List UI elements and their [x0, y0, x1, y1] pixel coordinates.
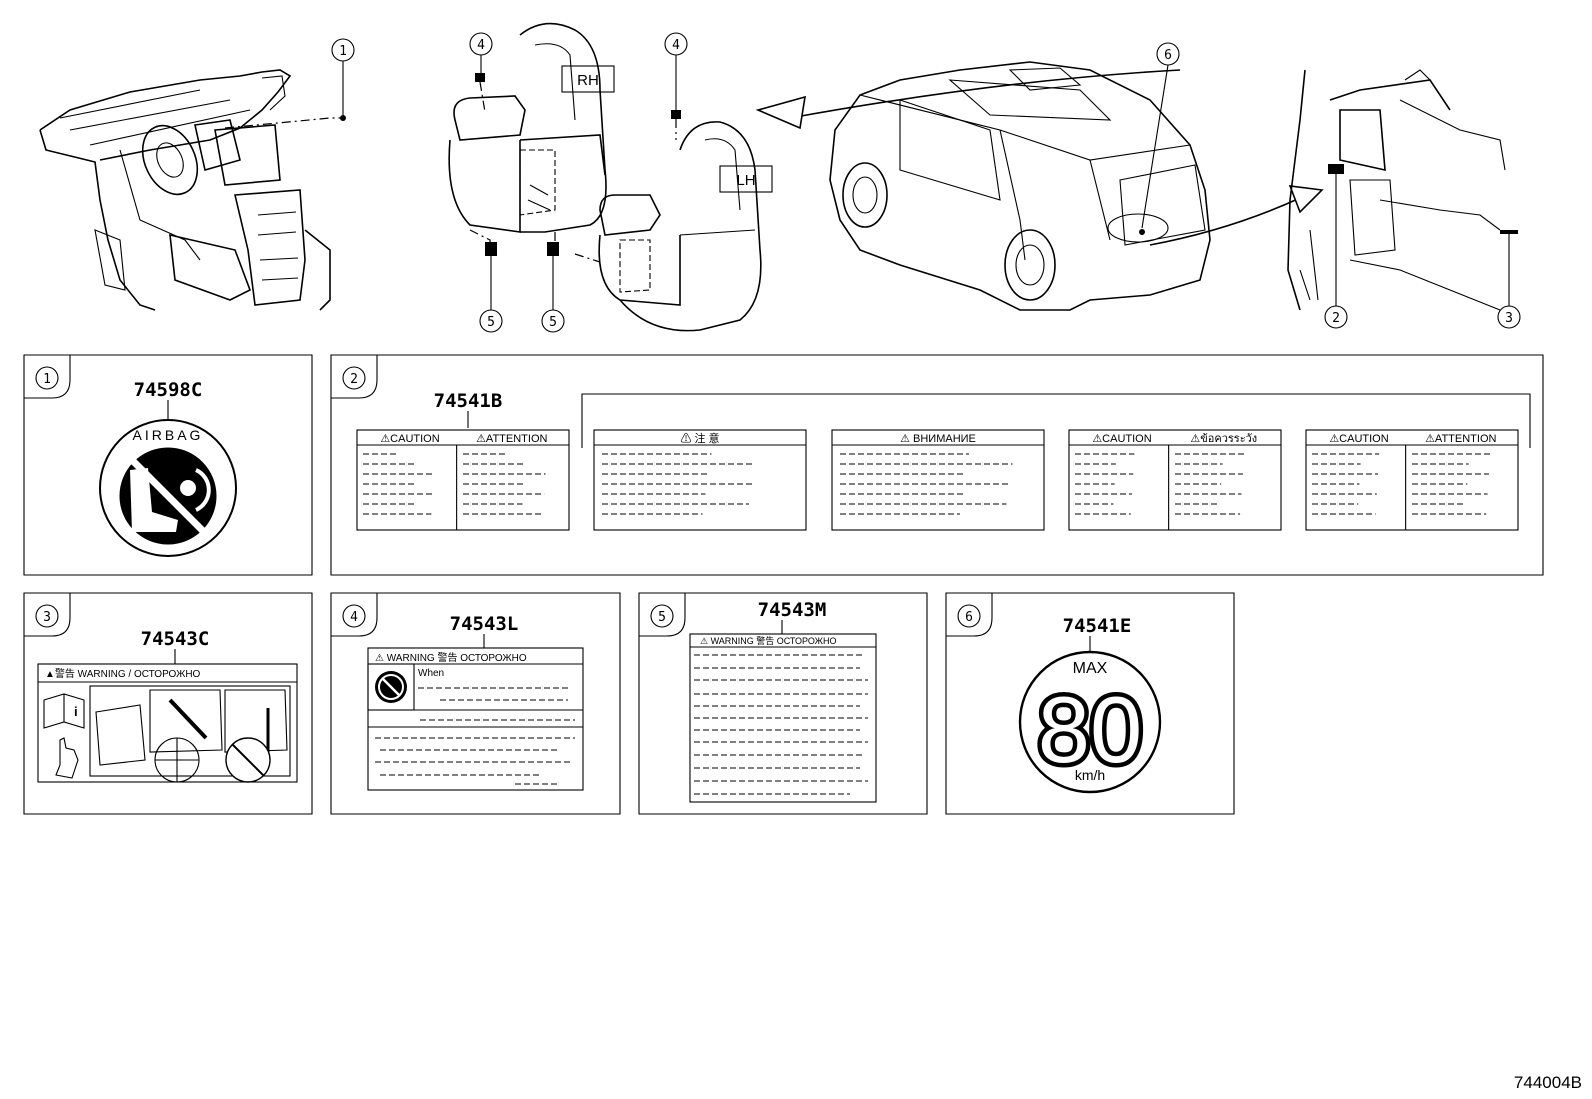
panel-4: 4 74543L ⚠ WARNING 警告 ОСТОРОЖНО When	[330, 592, 621, 815]
svg-text:2: 2	[1332, 311, 1340, 326]
part-number-74543M: 74543M	[758, 599, 827, 621]
part-number-74541B: 74541B	[434, 390, 503, 412]
callout-4-rh: 4	[469, 32, 493, 73]
label-5-header: ⚠ WARNING 警告 ОСТОРОЖНО	[700, 635, 836, 646]
part-number-74541E: 74541E	[1063, 615, 1132, 637]
callout-2-top: 2	[1324, 174, 1348, 329]
svg-text:3: 3	[1505, 311, 1513, 326]
panel-6: 6 74541E MAX 80 km/h	[945, 592, 1235, 815]
speed-value: 80	[1038, 677, 1143, 782]
rh-seat-illustration	[448, 22, 607, 256]
svg-text:4: 4	[672, 38, 680, 53]
lh-seat-illustration	[574, 110, 762, 332]
label-frame	[831, 429, 1045, 531]
lh-label: LH	[736, 172, 755, 189]
label-frame	[356, 429, 570, 531]
label-frame	[1068, 429, 1282, 531]
speed-limit-sign: MAX 80 km/h	[1018, 650, 1162, 794]
svg-text:1: 1	[43, 372, 51, 387]
van-illustration	[829, 61, 1211, 311]
hand-pointer-icon	[55, 737, 79, 779]
part-number-74598C: 74598C	[134, 379, 203, 401]
label-4-header: ⚠ WARNING 警告 ОСТОРОЖНО	[375, 651, 527, 664]
panel-5: 5 74543M ⚠ WARNING 警告 ОСТОРОЖНО	[638, 592, 928, 815]
speed-unit: km/h	[1075, 767, 1105, 783]
label-frame	[1305, 429, 1519, 531]
label-4-first-line: When	[418, 668, 444, 679]
airbag-text: AIRBAG	[133, 427, 204, 443]
airbag-child-seat-icon: AIRBAG	[99, 419, 237, 557]
callout-6-top: 6	[1141, 42, 1180, 229]
seat-labels: RH LH	[561, 65, 773, 193]
label-2-header: ⚠ATTENTION	[1425, 433, 1496, 445]
drawing-reference: 744004B	[1513, 1073, 1582, 1092]
label-2-variant: ⚠ ВНИМАНИЕ	[831, 429, 1045, 531]
label-frame	[593, 429, 807, 531]
part-number-74543L: 74543L	[450, 613, 519, 635]
label-2-header: ⚠ ВНИМАНИЕ	[900, 433, 976, 445]
door-illustration	[1287, 69, 1518, 311]
svg-text:3: 3	[43, 610, 51, 625]
rh-label: RH	[577, 72, 599, 89]
label-2-header: ⚠ข้อควรระวัง	[1190, 433, 1257, 445]
part-number-74543C: 74543C	[141, 628, 210, 650]
label-2-variants: ⚠CAUTION ⚠ATTENTION ⚠ 注 意 ⚠ ВНИМАНИЕ ⚠CAUTIO…	[356, 429, 1519, 531]
label-2-variant: ⚠ 注 意	[593, 429, 807, 531]
svg-text:i: i	[74, 704, 78, 719]
svg-text:2: 2	[350, 372, 358, 387]
prohibition-icon	[225, 737, 271, 783]
arrow-icon-2	[1149, 185, 1324, 246]
svg-text:4: 4	[477, 38, 485, 53]
svg-text:6: 6	[1164, 48, 1172, 63]
label-2-header: ⚠CAUTION	[1092, 433, 1151, 445]
callout-5-b: 5	[541, 256, 565, 333]
speed-max-text: MAX	[1073, 660, 1108, 677]
callout-4-lh: 4	[664, 32, 688, 110]
callout-5-a: 5	[479, 256, 503, 333]
svg-text:5: 5	[658, 610, 666, 625]
label-2-header: ⚠CAUTION	[380, 433, 439, 445]
panel-1: 1 74598C AIRBAG	[23, 354, 313, 576]
callout-1-number: 1	[339, 44, 347, 59]
svg-text:6: 6	[965, 610, 973, 625]
manual-info-icon: i	[43, 693, 85, 729]
svg-text:4: 4	[350, 610, 358, 625]
label-2-header: ⚠ 注 意	[680, 431, 719, 445]
arrow-icon	[755, 69, 1181, 130]
label-2-header: ⚠CAUTION	[1329, 433, 1388, 445]
panel-2: 2 74541B	[330, 354, 1544, 576]
svg-text:5: 5	[487, 315, 495, 330]
label-2-header: ⚠ATTENTION	[476, 433, 547, 445]
panel-3: 3 74543C ▲警告 WARNING / ОСТОРОЖНО i	[23, 592, 313, 815]
dashboard-illustration	[39, 69, 343, 311]
callout-3-top: 3	[1497, 234, 1521, 329]
label-3-header: ▲警告 WARNING / ОСТОРОЖНО	[45, 667, 201, 680]
label-2-variant: ⚠CAUTION ⚠ATTENTION	[356, 429, 570, 531]
label-2-variant: ⚠CAUTION ⚠ข้อควรระวัง	[1068, 429, 1282, 531]
label-2-variant: ⚠CAUTION ⚠ATTENTION	[1305, 429, 1519, 531]
svg-text:5: 5	[549, 315, 557, 330]
callout-1-top	[331, 38, 355, 121]
